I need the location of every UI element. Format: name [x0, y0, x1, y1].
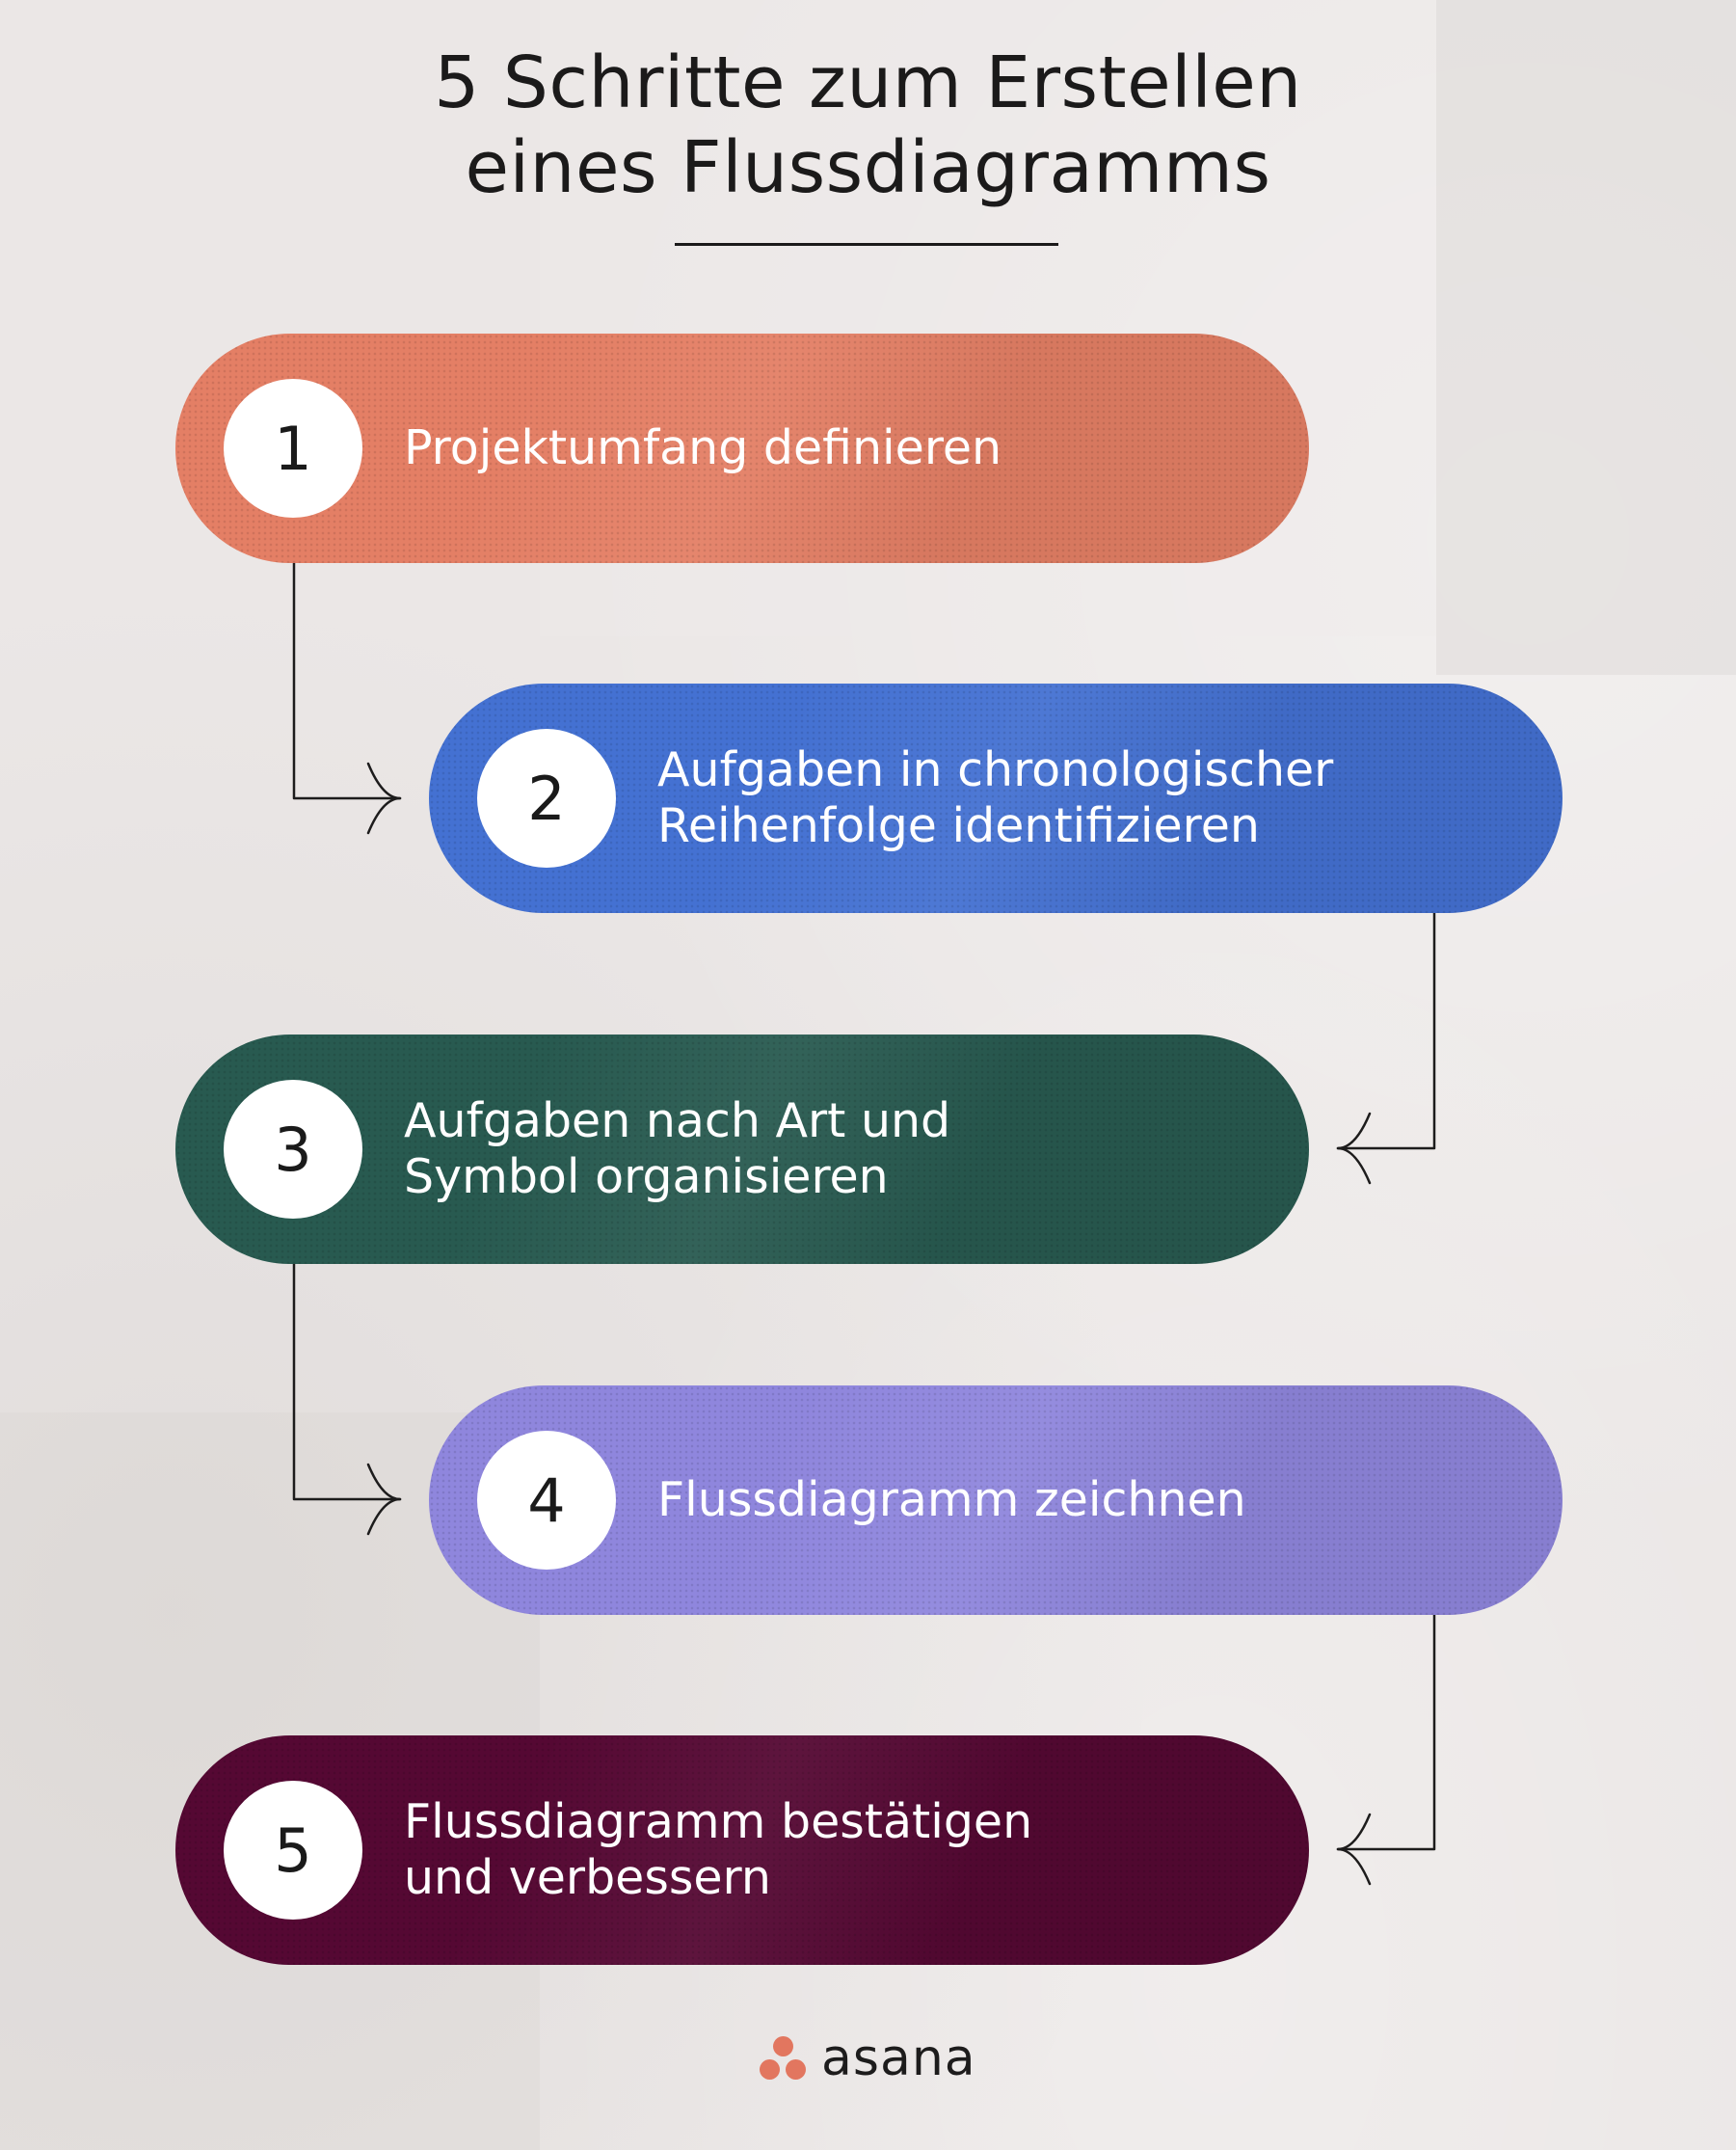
step-number-badge: 5	[224, 1781, 362, 1920]
step-label: Aufgaben nach Art und Symbol organisiere…	[404, 1035, 1251, 1264]
step-number-badge: 3	[224, 1080, 362, 1219]
connector-2-3	[1336, 911, 1436, 1150]
step-label-line: Projektumfang definieren	[404, 420, 1002, 475]
step-4-pill: 4 Flussdiagramm zeichnen	[429, 1385, 1562, 1615]
title-divider	[675, 243, 1058, 246]
step-1-pill: 1 Projektumfang definieren	[175, 334, 1309, 563]
title-line-1: 5 Schritte zum Erstellen	[434, 41, 1302, 124]
asana-three-dots-icon	[758, 2036, 808, 2081]
step-label-line: Aufgaben nach Art und	[404, 1093, 951, 1148]
step-3-pill: 3 Aufgaben nach Art und Symbol organisie…	[175, 1035, 1309, 1264]
step-label: Aufgaben in chronologischer Reihenfolge …	[657, 684, 1505, 913]
logo-wordmark: asana	[821, 2029, 976, 2087]
step-label: Flussdiagramm zeichnen	[657, 1385, 1505, 1615]
step-2-pill: 2 Aufgaben in chronologischer Reihenfolg…	[429, 684, 1562, 913]
step-label-line: Flussdiagramm bestätigen	[404, 1794, 1033, 1849]
step-label-line: Reihenfolge identifizieren	[657, 798, 1260, 853]
background-panel	[1436, 0, 1736, 675]
step-label-line: Aufgaben in chronologischer	[657, 742, 1334, 797]
page-title: 5 Schritte zum Erstellen eines Flussdiag…	[0, 40, 1736, 210]
connector-4-5	[1336, 1613, 1436, 1851]
asana-logo: asana	[758, 2029, 976, 2087]
step-number-badge: 4	[477, 1431, 616, 1570]
step-number-badge: 1	[224, 379, 362, 518]
step-label-line: Symbol organisieren	[404, 1149, 889, 1204]
step-label: Projektumfang definieren	[404, 334, 1251, 563]
arrowhead-left-icon	[1336, 1813, 1372, 1886]
arrowhead-right-icon	[366, 762, 402, 835]
step-5-pill: 5 Flussdiagramm bestätigen und verbesser…	[175, 1735, 1309, 1965]
step-label-line: Flussdiagramm zeichnen	[657, 1472, 1246, 1527]
step-label-line: und verbessern	[404, 1850, 771, 1905]
arrowhead-left-icon	[1336, 1112, 1372, 1185]
step-label: Flussdiagramm bestätigen und verbessern	[404, 1735, 1251, 1965]
step-number-badge: 2	[477, 729, 616, 868]
title-line-2: eines Flussdiagramms	[465, 126, 1271, 209]
connector-1-2	[292, 561, 402, 800]
